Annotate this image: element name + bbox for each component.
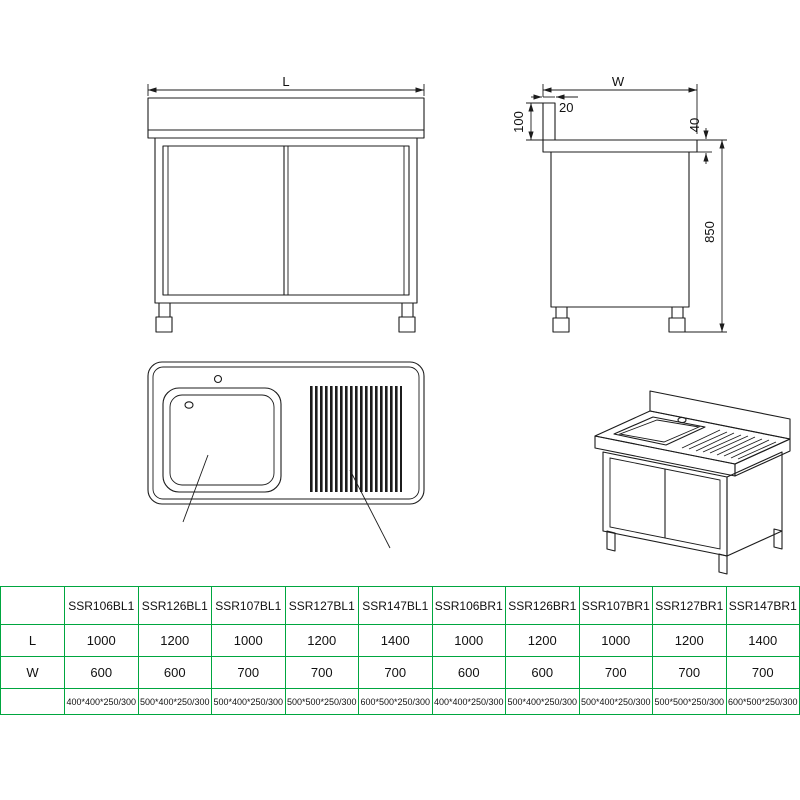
bowl-size-cell: 500*400*250/300	[137, 688, 212, 715]
dim-length-label: L	[282, 74, 289, 89]
technical-drawing-canvas: L W 20 100	[0, 74, 800, 586]
front-right-leg	[399, 303, 415, 332]
model-cell: SSR107BR1	[578, 586, 653, 625]
table-row-models: SSR106BL1 SSR126BL1 SSR107BL1 SSR127BL1 …	[0, 586, 800, 625]
width-value-cell: 600	[431, 656, 506, 689]
corner-cell	[0, 586, 65, 625]
front-view-drawing: L	[148, 74, 424, 332]
bowl-row-label	[0, 688, 65, 715]
width-value-cell: 700	[284, 656, 359, 689]
length-value-cell: 1000	[431, 624, 506, 657]
side-worktop	[543, 140, 697, 152]
bowl-size-cell: 500*500*250/300	[284, 688, 359, 715]
length-value-cell: 1400	[725, 624, 800, 657]
spec-table: SSR106BL1 SSR126BL1 SSR107BL1 SSR127BL1 …	[0, 586, 800, 715]
dim-backsplash-thickness-label: 20	[559, 100, 573, 115]
iso-drainboard-grooves	[682, 430, 776, 459]
model-cell: SSR106BR1	[431, 586, 506, 625]
table-row-width: W 600 600 700 700 700 600 600 700 700 70…	[0, 656, 800, 689]
front-worktop	[148, 98, 424, 138]
iso-door-panel	[610, 458, 720, 549]
bowl-size-cell: 500*500*250/300	[652, 688, 727, 715]
width-value-cell: 700	[211, 656, 286, 689]
iso-leg-front-left	[607, 531, 615, 551]
sink-leader-line	[183, 455, 208, 522]
bowl-size-cell: 500*400*250/300	[505, 688, 580, 715]
dim-worktop-thickness-label: 40	[687, 118, 702, 132]
drainboard-hatch	[310, 386, 402, 492]
table-row-length: L 1000 1200 1000 1200 1400 1000 1200 100…	[0, 624, 800, 657]
length-value-cell: 1000	[578, 624, 653, 657]
width-value-cell: 700	[652, 656, 727, 689]
iso-leg-back-right	[774, 529, 782, 549]
length-value-cell: 1200	[505, 624, 580, 657]
width-value-cell: 600	[505, 656, 580, 689]
side-right-leg	[669, 307, 685, 332]
width-row-label: W	[0, 656, 65, 689]
model-cell: SSR107BL1	[211, 586, 286, 625]
model-cell: SSR147BL1	[358, 586, 433, 625]
dim-backsplash-height-label: 100	[511, 111, 526, 133]
length-value-cell: 1000	[64, 624, 139, 657]
length-row-label: L	[0, 624, 65, 657]
width-value-cell: 700	[725, 656, 800, 689]
side-left-leg	[553, 307, 569, 332]
table-row-bowl-size: 400*400*250/300 500*400*250/300 500*400*…	[0, 688, 800, 715]
top-view-drawing	[148, 362, 424, 548]
model-cell: SSR127BL1	[284, 586, 359, 625]
bowl-size-cell: 600*500*250/300	[725, 688, 800, 715]
top-outline	[148, 362, 424, 504]
front-cabinet-body	[155, 138, 417, 303]
bowl-size-cell: 500*400*250/300	[211, 688, 286, 715]
length-value-cell: 1200	[652, 624, 727, 657]
front-left-leg	[156, 303, 172, 332]
model-cell: SSR147BR1	[725, 586, 800, 625]
side-cabinet-body	[551, 152, 689, 307]
faucet-hole	[215, 376, 222, 383]
dim-overall-height-label: 850	[702, 221, 717, 243]
width-value-cell: 700	[578, 656, 653, 689]
side-view-drawing: W 20 100 40 850	[511, 74, 727, 332]
width-value-cell: 600	[137, 656, 212, 689]
model-cell: SSR127BR1	[652, 586, 727, 625]
length-value-cell: 1000	[211, 624, 286, 657]
bowl-size-cell: 600*500*250/300	[358, 688, 433, 715]
iso-leg-front-right	[719, 554, 727, 574]
side-backsplash	[543, 103, 555, 140]
model-cell: SSR106BL1	[64, 586, 139, 625]
front-door-area	[163, 146, 409, 295]
drainboard-leader-line	[350, 470, 390, 548]
length-value-cell: 1200	[137, 624, 212, 657]
length-value-cell: 1200	[284, 624, 359, 657]
bowl-size-cell: 400*400*250/300	[64, 688, 139, 715]
width-value-cell: 600	[64, 656, 139, 689]
iso-faucet-hole	[678, 417, 686, 422]
sink-bowl	[163, 388, 281, 492]
model-cell: SSR126BR1	[505, 586, 580, 625]
length-value-cell: 1400	[358, 624, 433, 657]
dim-width-label: W	[612, 74, 625, 89]
model-cell: SSR126BL1	[137, 586, 212, 625]
overflow-hole	[185, 402, 193, 408]
bowl-size-cell: 400*400*250/300	[431, 688, 506, 715]
bowl-size-cell: 500*400*250/300	[578, 688, 653, 715]
isometric-view-drawing	[595, 391, 790, 574]
iso-sink-bowl	[614, 417, 705, 445]
width-value-cell: 700	[358, 656, 433, 689]
